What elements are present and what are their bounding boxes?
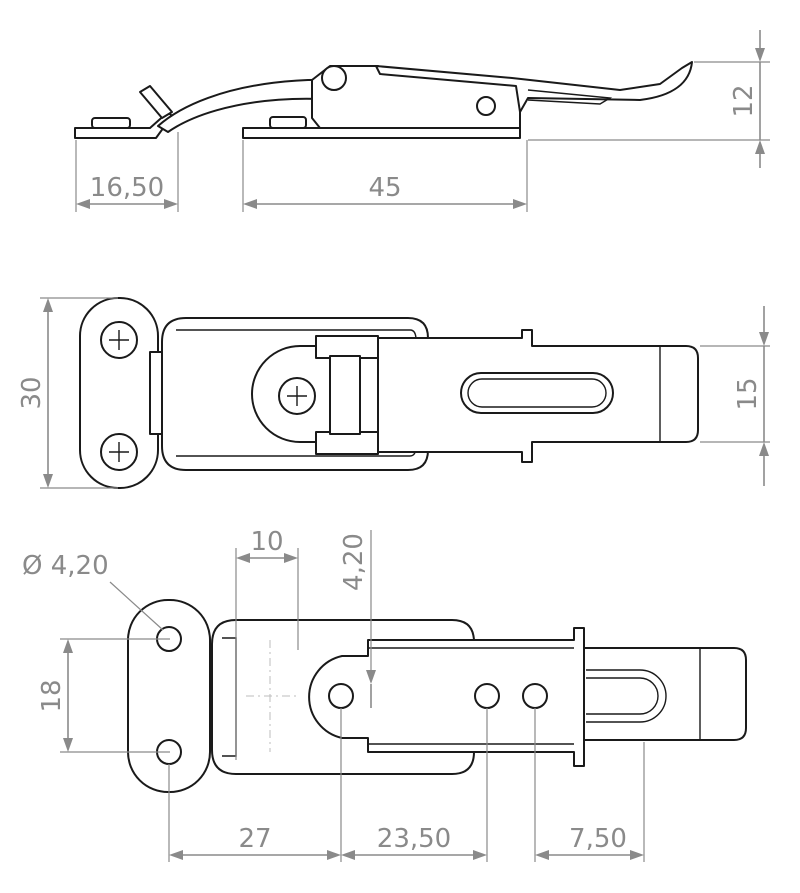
rivet-side [476, 96, 496, 116]
hinge-top-lower [315, 431, 379, 455]
dim-4-20: 4,20 [339, 533, 369, 591]
lever-hole-1 [328, 683, 354, 709]
dim-45: 45 [368, 173, 401, 203]
lever-slot-outer [460, 372, 614, 414]
dim-18: 18 [37, 679, 67, 712]
bottom-view: Ø 4,20 10 4,20 18 27 23,50 [22, 527, 747, 862]
side-view: 16,50 45 12 [74, 30, 770, 212]
hinge-barrel [329, 355, 361, 435]
dim-10: 10 [250, 527, 283, 557]
hook-slot [586, 669, 667, 723]
lever-edges [368, 647, 574, 745]
dim-30: 30 [17, 376, 47, 409]
lever-hole-2 [474, 683, 500, 709]
lever-slot-inner [467, 378, 607, 408]
phillips-cross-2 [109, 442, 129, 462]
top-view: 30 15 [17, 297, 770, 489]
base-plate-side [242, 127, 521, 139]
pivot-side [321, 65, 347, 91]
dim-15: 15 [733, 377, 763, 410]
dim-diameter-4-20: Ø 4,20 [22, 551, 109, 581]
phillips-cross-1 [109, 330, 129, 350]
hook-tab-bottom [583, 647, 747, 741]
hinge-top-upper [315, 335, 379, 359]
dim-12: 12 [729, 84, 759, 117]
phillips-cross-3 [287, 386, 307, 406]
catch-hook-side [139, 85, 173, 119]
handle-tab-side [527, 89, 613, 105]
dim-27: 27 [238, 824, 271, 854]
hook-slot-inner [586, 677, 659, 715]
catch-screw-head-side [91, 117, 131, 129]
handle-side [375, 61, 693, 113]
dim-23-50: 23,50 [377, 824, 451, 854]
lever-hole-3 [522, 683, 548, 709]
dim-7-50: 7,50 [569, 824, 627, 854]
lever-bottom [308, 627, 585, 767]
base-screw-head-side [269, 116, 307, 129]
dim-16-50: 16,50 [90, 173, 164, 203]
